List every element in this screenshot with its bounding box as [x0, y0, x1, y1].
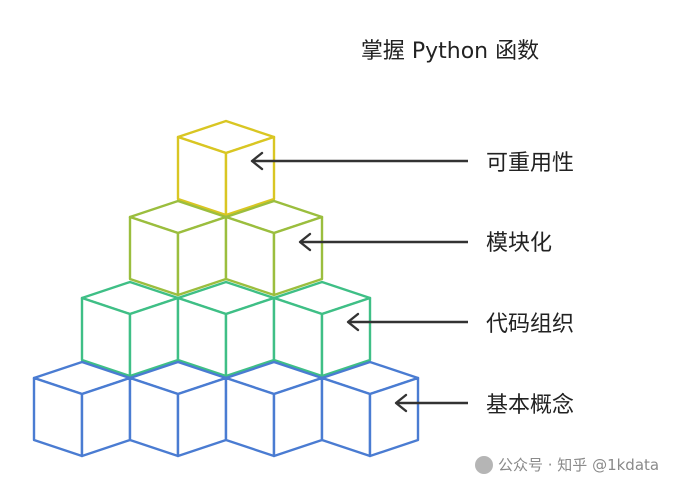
- arrow-level-2: [298, 232, 468, 252]
- arrow-head: [298, 232, 312, 252]
- cube-level-2-1: [128, 199, 228, 297]
- level-label-2: 模块化: [486, 231, 552, 256]
- arrow-head: [250, 151, 264, 171]
- cube-right-face: [368, 376, 420, 458]
- watermark: 公众号 · 知乎 @1kdata: [475, 456, 659, 474]
- arrow-level-4: [394, 393, 468, 413]
- cube-level-2-2: [224, 199, 324, 297]
- cube-level-1-1: [176, 119, 276, 217]
- cube-right-face: [272, 215, 324, 297]
- level-label-1: 可重用性: [486, 151, 574, 176]
- level-arrows: [250, 151, 468, 413]
- wechat-icon: [475, 456, 493, 474]
- arrow-level-3: [346, 312, 468, 332]
- cube-pyramid: [32, 119, 420, 458]
- cube-right-face: [320, 296, 372, 378]
- cube-right-face: [224, 135, 276, 217]
- cube-level-4-1: [32, 360, 132, 458]
- watermark-text: 公众号 · 知乎 @1kdata: [498, 456, 659, 474]
- cube-level-4-2: [128, 360, 228, 458]
- level-label-4: 基本概念: [486, 393, 574, 418]
- cube-level-4-3: [224, 360, 324, 458]
- diagram-title: 掌握 Python 函数: [361, 39, 539, 64]
- arrow-head: [394, 393, 408, 413]
- arrow-head: [346, 312, 360, 332]
- arrow-level-1: [250, 151, 468, 171]
- cube-level-4-4: [320, 360, 420, 458]
- level-label-3: 代码组织: [486, 312, 574, 337]
- cube-level-3-2: [176, 280, 276, 378]
- cube-level-3-1: [80, 280, 180, 378]
- cube-level-3-3: [272, 280, 372, 378]
